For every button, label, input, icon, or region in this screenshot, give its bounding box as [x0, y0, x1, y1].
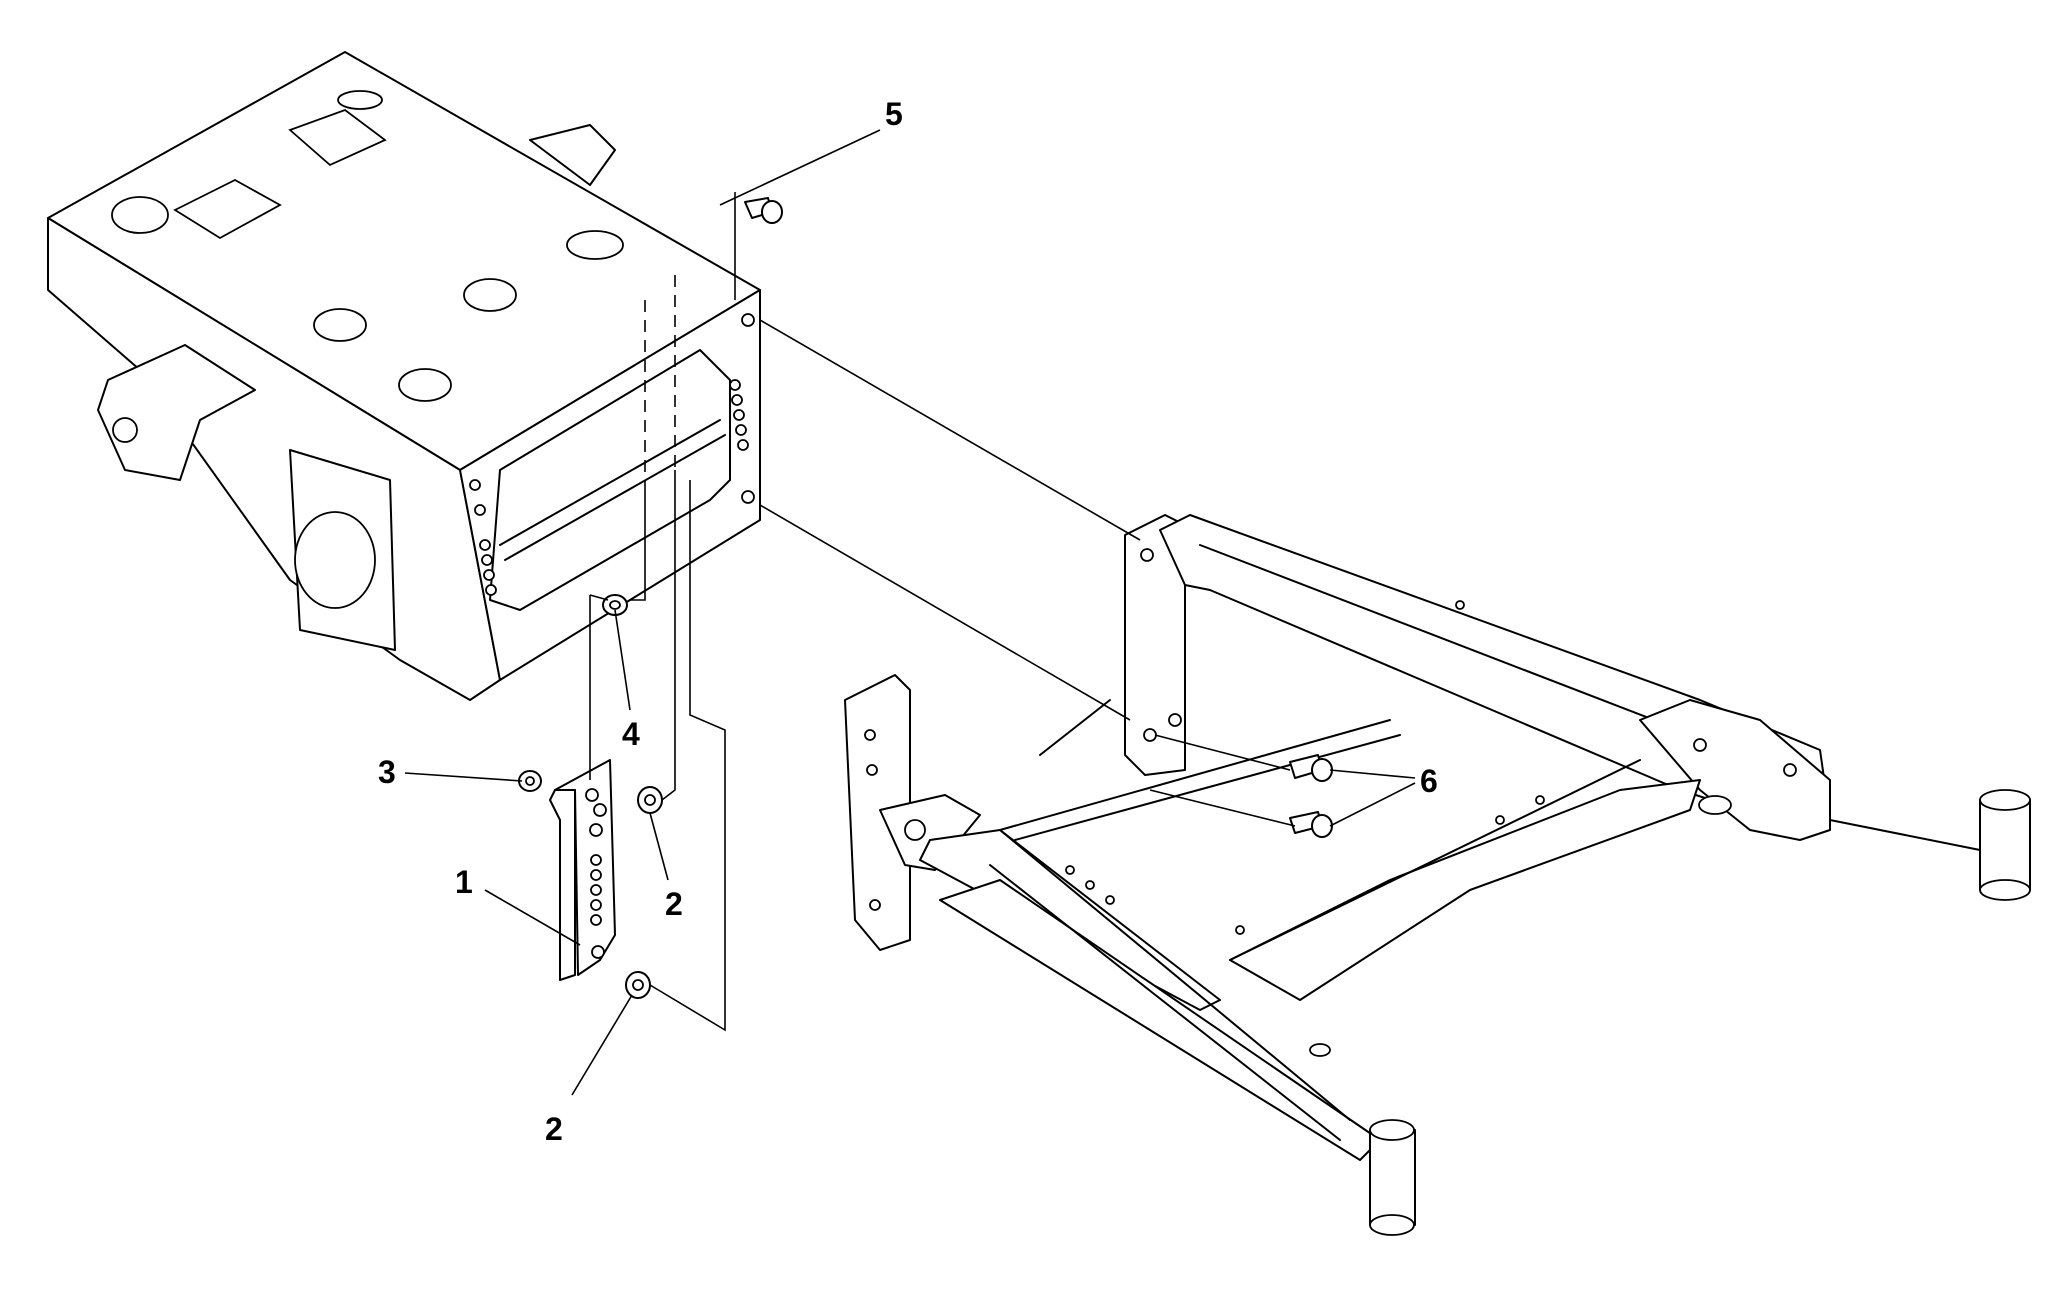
left-pivot-tube [1369, 1119, 1416, 1236]
bolt-part-6-lower [1289, 811, 1333, 838]
callout-5: 5 [885, 96, 903, 132]
nut-part-2-upper [637, 786, 663, 814]
main-frame [47, 51, 761, 701]
callout-2b: 2 [545, 1111, 563, 1147]
callout-4: 4 [622, 716, 640, 752]
nut-part-3 [518, 770, 542, 792]
callout-2a: 2 [665, 886, 683, 922]
callouts: 5 4 3 2 1 2 6 [378, 96, 1438, 1147]
bolt-part-5 [744, 197, 783, 224]
callout-1: 1 [455, 864, 473, 900]
bolt-part-6-upper [1289, 754, 1333, 782]
frame-adjustment-holes [469, 313, 755, 596]
nut-part-2-lower [625, 971, 651, 999]
right-pivot-tube [1979, 789, 2031, 901]
assembly-lines [589, 192, 1296, 1032]
callout-6: 6 [1420, 763, 1438, 799]
sub-frame [844, 514, 2031, 1236]
callout-3: 3 [378, 754, 396, 790]
washer-part-4 [602, 594, 628, 616]
bracket-part-1 [549, 759, 616, 981]
